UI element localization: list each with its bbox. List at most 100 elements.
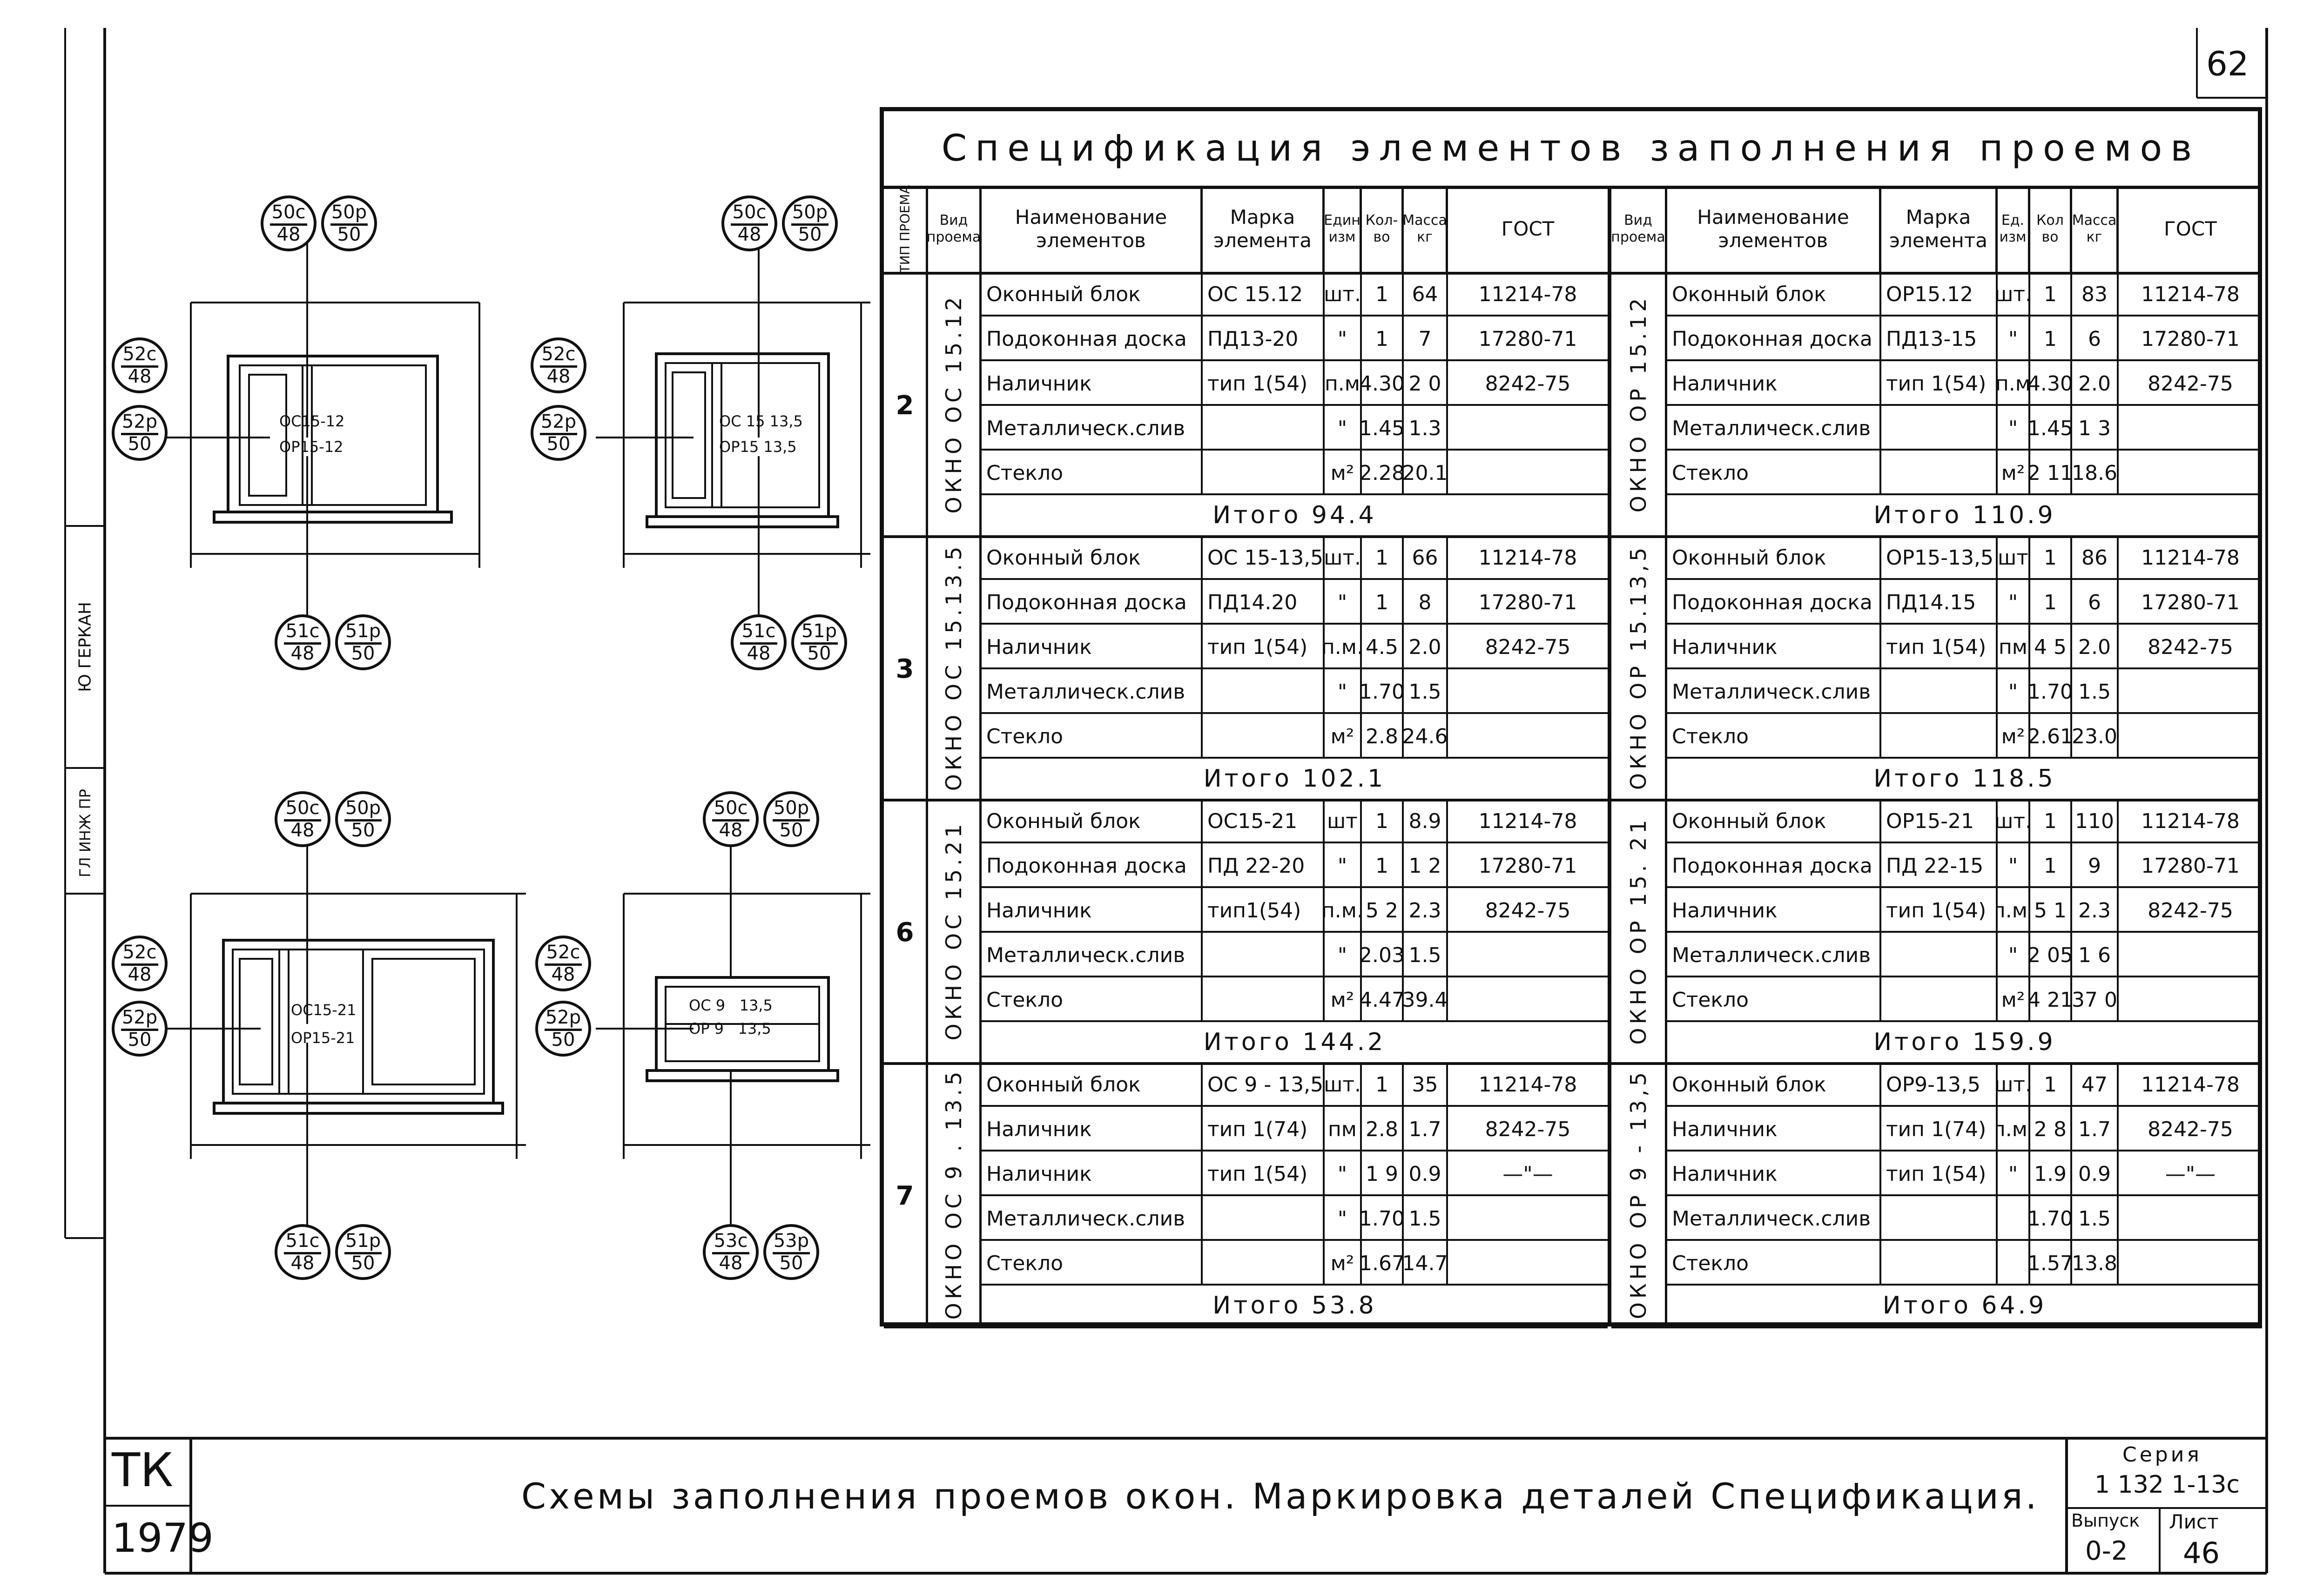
cell-gost [2119, 933, 2262, 977]
cell-mass: 64 [1404, 272, 1448, 317]
cell-mass: 6 [2072, 317, 2119, 361]
cell-unit: " [1325, 580, 1362, 625]
cell-qty: 1 [2030, 535, 2072, 580]
cell-mass: 2.0 [2072, 361, 2119, 406]
cell-mark: ОС15-21 [1203, 799, 1325, 843]
cell-qty: 1 [1362, 843, 1404, 888]
cell-mass: 47 [2072, 1062, 2119, 1107]
spec-total: Итого 64.9 [1882, 1292, 2047, 1320]
cell-name: Стекло [982, 1241, 1203, 1286]
cell-name: Оконный блок [1667, 535, 1881, 580]
cell-gost: 8242-75 [2148, 635, 2233, 659]
cell-qty: 1 [1362, 317, 1404, 361]
cell-qty: 2.8 [1362, 714, 1404, 759]
cell-mass: 2.3 [1404, 888, 1448, 933]
cell-gost [2119, 977, 2262, 1022]
title-block-year: 1979 [112, 1515, 214, 1562]
header-name: Наименование элементов [1667, 186, 1881, 272]
cell-unit: п.м. [1998, 888, 2030, 933]
cell-name: Оконный блок [982, 272, 1203, 317]
window-1-label-top: ОС15-12 [279, 412, 345, 430]
sheet-value: 46 [2183, 1536, 2220, 1570]
cell-gost: 11214-78 [1478, 545, 1577, 570]
cell-mass: 1.7 [1404, 1107, 1448, 1152]
cell-gost: 11214-78 [1478, 1072, 1577, 1097]
spec-total: Итого 110.9 [1873, 501, 2056, 529]
title-block-tk: ТК [112, 1443, 174, 1497]
cell-unit: " [1998, 317, 2030, 361]
cell-name: Стекло [1667, 714, 1881, 759]
cell-mark [1203, 406, 1325, 451]
cell-qty: 4 21 [2030, 977, 2072, 1022]
cell-name: Металлическ.слив [1667, 669, 1881, 714]
cell-mass: 1 3 [2072, 406, 2119, 451]
opening-kind-label: ОКНО ОР 15. 21 [1625, 816, 1651, 1045]
cell-name: Металлическ.слив [1667, 933, 1881, 977]
cell-name: Подоконная доска [1667, 317, 1881, 361]
window-scheme-4 [596, 819, 870, 1229]
cell-mass: 1.5 [1404, 1196, 1448, 1241]
opening-kind-cell: ОКНО ОР 9 - 13,5 [1611, 1062, 1667, 1326]
window-1-label-bottom: ОР15-12 [279, 438, 343, 456]
cell-gost [1448, 451, 1608, 495]
opening-type-cell: 2 [884, 272, 928, 535]
cell-gost: 8242-75 [2148, 898, 2233, 923]
cell-mark: ОР15.12 [1881, 272, 1998, 317]
spec-left-header: ТИП ПРОЕМА Вид проема Наименование элеме… [884, 185, 1608, 275]
cell-name: Наличник [1667, 361, 1881, 406]
series-value: 1 132 1-13с [2094, 1471, 2240, 1499]
cell-mass: 0.9 [1404, 1152, 1448, 1196]
cell-gost: —"— [2165, 1162, 2216, 1186]
cell-mark: ПД 22-20 [1203, 843, 1325, 888]
cell-unit: шт. [1998, 799, 2030, 843]
cell-name: Оконный блок [982, 799, 1203, 843]
spec-total: Итого 118.5 [1873, 765, 2056, 793]
cell-mass: 8 [1404, 580, 1448, 625]
opening-kind-label: ОКНО ОС 15.21 [941, 820, 966, 1041]
cell-qty: 1 [2030, 272, 2072, 317]
cell-mark [1203, 714, 1325, 759]
cell-name: Подоконная доска [982, 580, 1203, 625]
cell-name: Стекло [1667, 977, 1881, 1022]
cell-unit: " [1325, 406, 1362, 451]
cell-mass: 0.9 [2072, 1152, 2119, 1196]
cell-mark [1203, 1241, 1325, 1286]
cell-gost [2119, 669, 2262, 714]
cell-mark: ОР15-13,5 [1881, 535, 1998, 580]
cell-gost: 11214-78 [1478, 282, 1577, 306]
cell-gost [1448, 406, 1608, 451]
header-qty: Кол-во [1362, 186, 1404, 272]
cell-mark: ОР9-13,5 [1881, 1062, 1998, 1107]
cell-name: Стекло [982, 714, 1203, 759]
spec-right-header: Вид проема Наименование элементов Марка … [1611, 186, 2262, 275]
cell-qty: 2.8 [1362, 1107, 1404, 1152]
sheet-number: 62 [2206, 44, 2249, 83]
cell-mass: 83 [2072, 272, 2119, 317]
opening-kind-label: ОКНО ОС 15.12 [941, 293, 966, 514]
cell-name: Наличник [982, 888, 1203, 933]
cell-unit: " [1325, 317, 1362, 361]
cell-qty: 1 [1362, 1062, 1404, 1107]
issue-label: Выпуск [2071, 1510, 2140, 1531]
